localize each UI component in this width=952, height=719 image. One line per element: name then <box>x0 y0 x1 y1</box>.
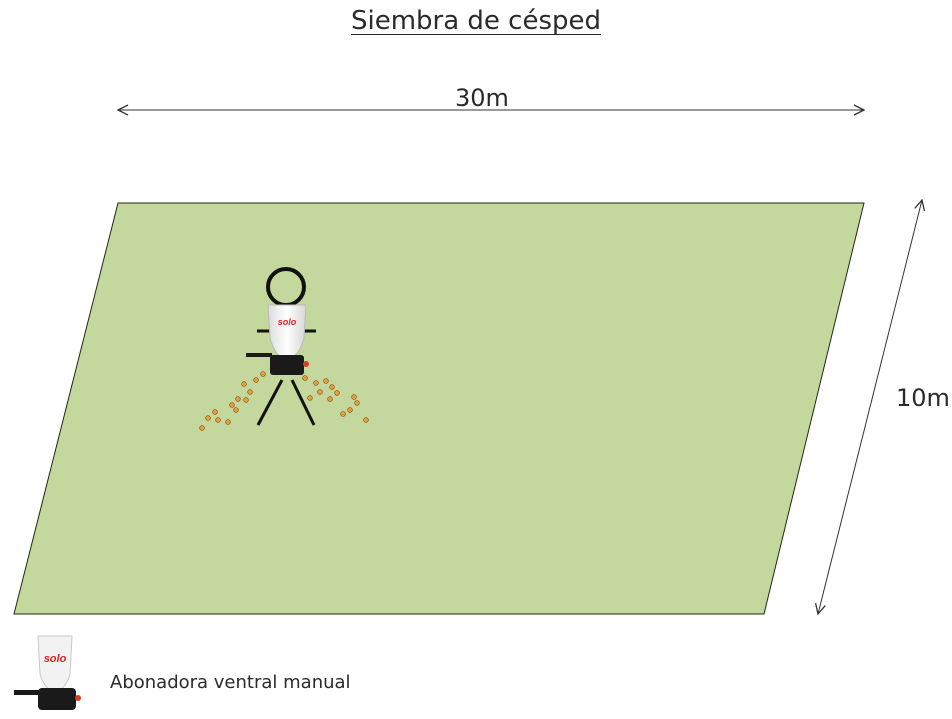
seed-dot <box>225 419 231 425</box>
seed-dot <box>313 380 319 386</box>
seed-dot <box>199 425 205 431</box>
seed-dot <box>260 371 266 377</box>
page-title: Siembra de césped <box>350 6 602 36</box>
seed-dot <box>302 375 308 381</box>
seed-dot <box>329 384 335 390</box>
seed-dot <box>241 381 247 387</box>
operator-leg-right <box>290 379 316 426</box>
operator-leg-left <box>256 379 284 426</box>
seed-dot <box>205 415 211 421</box>
depth-arrow <box>818 200 922 614</box>
width-label: 30m <box>455 84 509 112</box>
seed-dot <box>229 402 235 408</box>
seed-dot <box>351 394 357 400</box>
seed-dot <box>212 409 218 415</box>
lawn-field <box>13 202 865 615</box>
seed-dot <box>363 417 369 423</box>
seed-dot <box>323 378 329 384</box>
seed-dot <box>253 377 259 383</box>
spreader-knob <box>303 361 309 367</box>
spreader-base <box>270 355 304 375</box>
legend-label: Abonadora ventral manual <box>110 672 351 693</box>
seed-dot <box>317 389 323 395</box>
seed-dot <box>327 396 333 402</box>
depth-label: 10m <box>896 384 950 412</box>
spreader-operator: solo <box>246 267 316 426</box>
seed-dot <box>243 397 249 403</box>
svg-text:solo: solo <box>44 653 67 665</box>
spreader-crank <box>246 353 272 357</box>
seed-dot <box>307 395 313 401</box>
seed-dot <box>340 411 346 417</box>
seed-dot <box>334 390 340 396</box>
brand-logo: solo <box>278 317 297 327</box>
seed-dot <box>233 407 239 413</box>
seed-dot <box>215 417 221 423</box>
seed-dot <box>354 400 360 406</box>
hand-spreader-icon: solo <box>14 635 81 710</box>
seed-dot <box>247 389 253 395</box>
seed-scatter <box>199 371 369 431</box>
seed-dot <box>235 396 241 402</box>
seed-dot <box>347 407 353 413</box>
spreader-hopper <box>267 304 307 357</box>
